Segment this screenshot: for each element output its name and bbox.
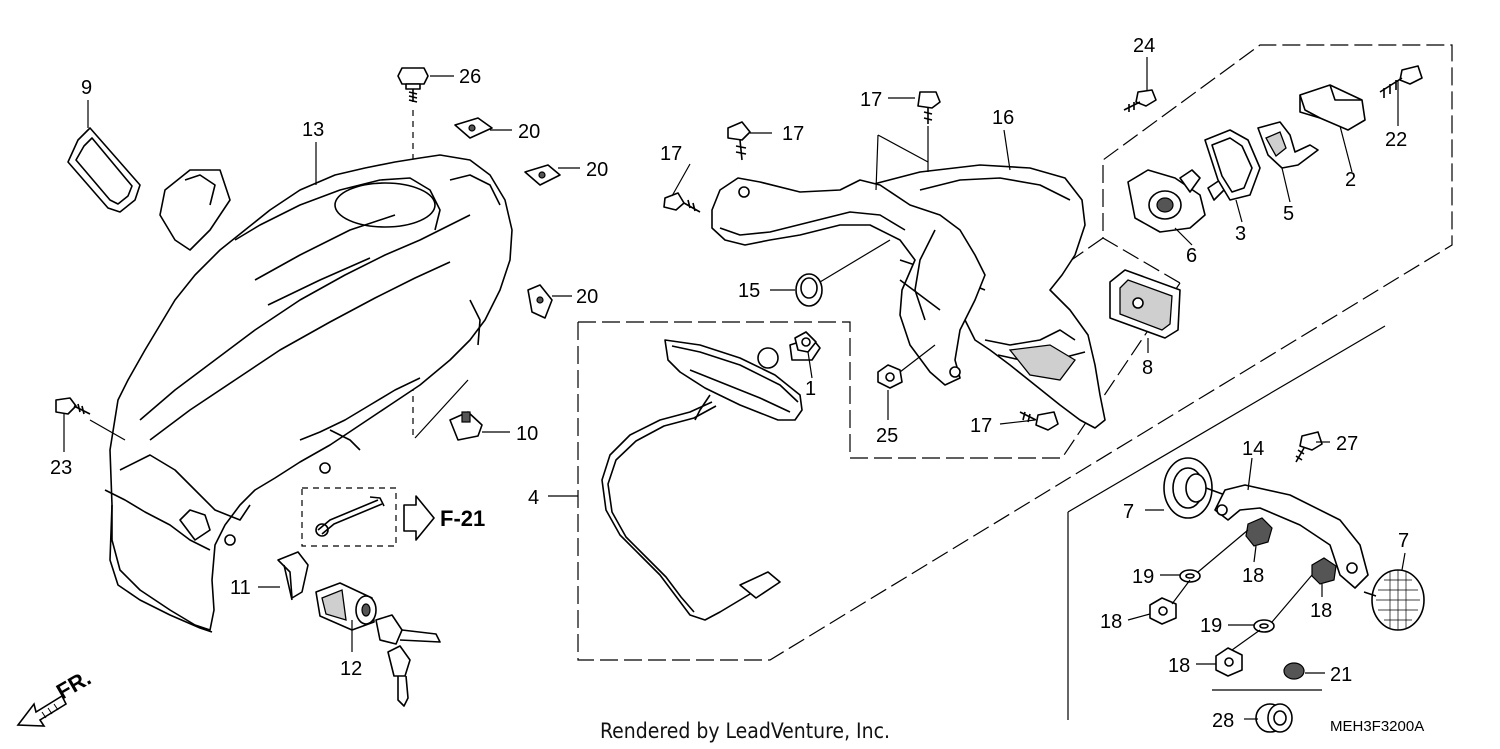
callout-2: 2: [1345, 169, 1356, 191]
bulb-1: [794, 331, 817, 353]
callout-18b: 18: [1310, 600, 1332, 622]
callout-1: 1: [805, 378, 816, 400]
seal-part: [67, 127, 141, 213]
license-plate-base-8: [1109, 269, 1181, 339]
callout-18a: 18: [1242, 565, 1264, 587]
callout-6: 6: [1186, 245, 1197, 267]
callout-10: 10: [516, 423, 538, 445]
grommet-15: [795, 239, 891, 307]
callout-17b: 17: [782, 123, 804, 145]
reflector-set: [1149, 431, 1425, 733]
clip-nut-20: [454, 117, 561, 319]
callout-16: 16: [992, 107, 1014, 129]
callouts: 1 2 3 4 5 6 7 7 8 9 10 11 12 13 14 15 16…: [50, 35, 1409, 732]
callout-25: 25: [876, 425, 898, 447]
callout-20b: 20: [586, 159, 608, 181]
callout-9: 9: [81, 77, 92, 99]
callout-7b: 7: [1398, 530, 1409, 552]
callout-13: 13: [302, 119, 324, 141]
callout-22: 22: [1385, 129, 1407, 151]
callout-18c: 18: [1100, 611, 1122, 633]
callout-3: 3: [1235, 223, 1246, 245]
reference-label: F-21: [440, 506, 485, 531]
footer-credit: Rendered by LeadVenture, Inc.: [600, 719, 890, 743]
callout-20a: 20: [518, 121, 540, 143]
callout-28: 28: [1212, 710, 1234, 732]
callout-15: 15: [738, 280, 760, 302]
callout-17d: 17: [970, 415, 992, 437]
license-light-parts: [1123, 65, 1423, 233]
taillight-part: [601, 337, 821, 621]
front-direction-arrow-icon: [16, 694, 68, 727]
callout-4: 4: [528, 487, 539, 509]
bolt-26: [397, 67, 429, 103]
screw-23: [55, 397, 91, 415]
leader-lines: [63, 57, 1406, 720]
callout-7a: 7: [1123, 501, 1134, 523]
nut-25: [877, 344, 936, 389]
clip-nut-10: [414, 379, 483, 441]
callout-18d: 18: [1168, 655, 1190, 677]
ref-item-f21: [315, 495, 435, 541]
callout-23: 23: [50, 457, 72, 479]
callout-21: 21: [1330, 664, 1352, 686]
callout-24: 24: [1133, 35, 1155, 57]
callout-26: 26: [459, 66, 481, 88]
callout-27: 27: [1336, 433, 1358, 455]
seat-lock-12: [315, 582, 441, 707]
callout-17a: 17: [660, 143, 682, 165]
callout-11: 11: [230, 577, 251, 599]
clip-11: [277, 551, 309, 601]
callout-19b: 19: [1200, 615, 1222, 637]
rear-fender-part: [104, 154, 513, 633]
callout-19a: 19: [1132, 566, 1154, 588]
callout-20c: 20: [576, 286, 598, 308]
callout-12: 12: [340, 658, 362, 680]
callout-14: 14: [1242, 438, 1264, 460]
callout-5: 5: [1283, 203, 1294, 225]
bolt-17: [663, 91, 1059, 431]
bracket-frame: [711, 177, 986, 386]
callout-8: 8: [1142, 357, 1153, 379]
diagram-code: MEH3F3200A: [1330, 718, 1424, 735]
callout-17c: 17: [860, 89, 882, 111]
